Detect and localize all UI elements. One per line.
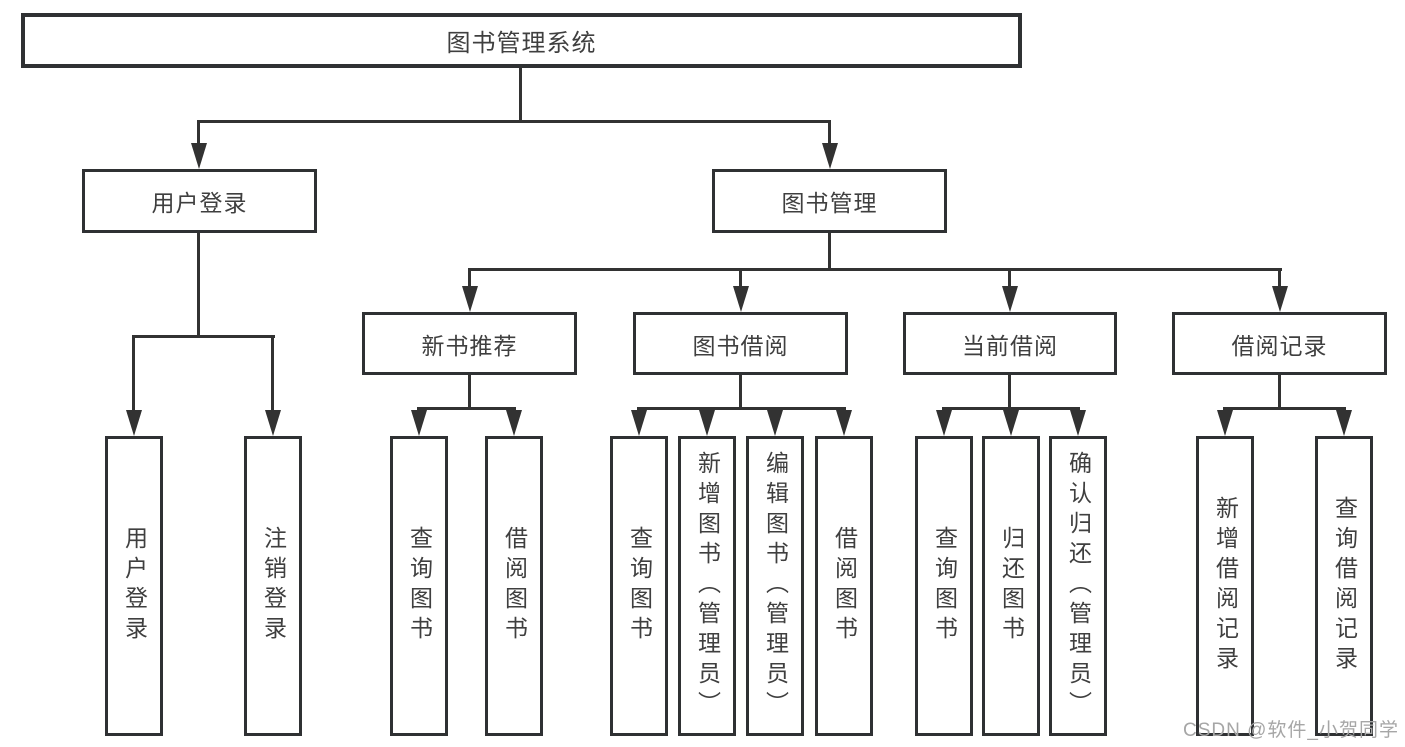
connector-line <box>828 120 831 146</box>
arrowhead-icon <box>1070 410 1086 436</box>
connector-line <box>468 268 1282 271</box>
arrowhead-icon <box>1003 410 1019 436</box>
connector-line <box>417 407 516 410</box>
leaf-edit-book-admin: 编辑图书（管理员） <box>746 436 804 736</box>
connector-line <box>739 375 742 407</box>
connector-line <box>271 335 274 412</box>
node-library-management-system: 图书管理系统 <box>21 13 1022 68</box>
connector-line <box>1223 407 1346 410</box>
arrowhead-icon <box>126 410 142 436</box>
node-user-login: 用户登录 <box>82 169 317 233</box>
arrowhead-icon <box>767 410 783 436</box>
arrowhead-icon <box>265 410 281 436</box>
leaf-query-book-current: 查询图书 <box>915 436 973 736</box>
node-book-borrowing: 图书借阅 <box>633 312 848 375</box>
leaf-borrow-book: 借阅图书 <box>815 436 873 736</box>
connector-line <box>197 120 831 123</box>
connector-line <box>637 407 846 410</box>
arrowhead-icon <box>631 410 647 436</box>
leaf-borrow-book-recommend: 借阅图书 <box>485 436 543 736</box>
arrowhead-icon <box>733 286 749 312</box>
connector-line <box>132 335 275 338</box>
leaf-query-book-borrowing: 查询图书 <box>610 436 668 736</box>
leaf-add-book-admin: 新增图书（管理员） <box>678 436 736 736</box>
leaf-add-borrow-record: 新增借阅记录 <box>1196 436 1254 736</box>
arrowhead-icon <box>1002 286 1018 312</box>
leaf-logout: 注销登录 <box>244 436 302 736</box>
arrowhead-icon <box>1217 410 1233 436</box>
arrowhead-icon <box>1272 286 1288 312</box>
connector-line <box>197 233 200 335</box>
arrowhead-icon <box>411 410 427 436</box>
csdn-watermark: CSDN @软件_小贺同学 <box>1183 720 1399 741</box>
arrowhead-icon <box>822 143 838 169</box>
connector-line <box>132 335 135 412</box>
node-book-management: 图书管理 <box>712 169 947 233</box>
leaf-return-book: 归还图书 <box>982 436 1040 736</box>
connector-line <box>1008 375 1011 407</box>
arrowhead-icon <box>506 410 522 436</box>
node-borrowing-records: 借阅记录 <box>1172 312 1387 375</box>
arrowhead-icon <box>936 410 952 436</box>
connector-line <box>519 68 522 120</box>
connector-line <box>739 268 742 288</box>
node-current-borrowing: 当前借阅 <box>903 312 1117 375</box>
connector-line <box>1008 268 1011 288</box>
arrowhead-icon <box>462 286 478 312</box>
arrowhead-icon <box>836 410 852 436</box>
connector-line <box>942 407 1080 410</box>
arrowhead-icon <box>699 410 715 436</box>
arrowhead-icon <box>191 143 207 169</box>
leaf-query-book-recommend: 查询图书 <box>390 436 448 736</box>
node-new-book-recommend: 新书推荐 <box>362 312 577 375</box>
connector-line <box>828 233 831 268</box>
leaf-confirm-return-admin: 确认归还（管理员） <box>1049 436 1107 736</box>
connector-line <box>468 375 471 407</box>
connector-line <box>197 120 200 146</box>
connector-line <box>1278 268 1281 288</box>
leaf-user-login: 用户登录 <box>105 436 163 736</box>
arrowhead-icon <box>1336 410 1352 436</box>
connector-line <box>1278 375 1281 407</box>
leaf-query-borrow-record: 查询借阅记录 <box>1315 436 1373 736</box>
connector-line <box>468 268 471 288</box>
